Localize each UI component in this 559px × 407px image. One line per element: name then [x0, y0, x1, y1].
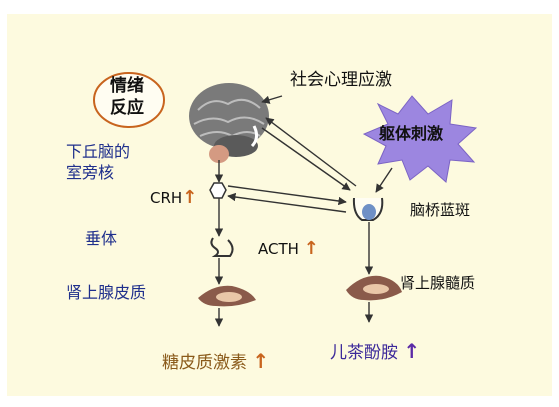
catecholamine-label: 儿茶酚胺 ↑ — [330, 341, 420, 362]
arrow-pons-to-crh — [227, 192, 347, 213]
crh-label: CRH↑ — [150, 189, 197, 207]
acth-label: ACTH ↑ — [258, 240, 319, 258]
crh-up-arrow: ↑ — [182, 187, 198, 208]
glucocorticoid-label: 糖皮质激素 ↑ — [162, 351, 269, 372]
catecholamine-up-arrow: ↑ — [403, 339, 421, 363]
glucocorticoid-text: 糖皮质激素 — [162, 353, 247, 373]
glucocorticoid-up-arrow: ↑ — [252, 349, 270, 373]
locus-coeruleus-label: 脑桥蓝斑 — [410, 201, 471, 219]
adrenal-medulla-label: 肾上腺髓质 — [400, 274, 476, 292]
arrow-somatic-to-pons — [375, 167, 393, 193]
psychosocial-stress-label: 社会心理应激 — [290, 70, 392, 90]
arrow-pons-to-brain — [265, 117, 357, 187]
acth-up-arrow: ↑ — [303, 238, 319, 259]
crh-neuron-shape — [209, 182, 227, 199]
arrow-crh-to-pons — [227, 185, 347, 206]
diagram-background — [7, 14, 552, 396]
emotion-ellipse — [93, 72, 165, 128]
hypothalamus-label-line2: 室旁核 — [66, 163, 115, 182]
somatic-stimulus-burst — [362, 95, 478, 183]
somatic-stimulus-label: 躯体刺激 — [379, 124, 444, 143]
crh-text: CRH — [150, 189, 183, 207]
catecholamine-text: 儿茶酚胺 — [330, 343, 398, 363]
acth-text: ACTH — [258, 240, 299, 258]
adrenal-cortex-label: 肾上腺皮质 — [66, 283, 147, 302]
hypothalamus-label-line1: 下丘脑的 — [66, 142, 131, 161]
brain-illustration — [189, 83, 269, 163]
adrenal-cortex-gland — [198, 285, 256, 307]
pituitary-shape — [210, 237, 234, 257]
emotion-label-line2: 反应 — [110, 98, 144, 118]
arrow-brain-to-pons-1 — [261, 127, 351, 191]
arrow-psychosocial-to-brain — [261, 95, 283, 104]
pituitary-label: 垂体 — [85, 229, 118, 248]
emotion-label-line1: 情绪 — [110, 76, 144, 96]
adrenal-medulla-gland — [346, 275, 402, 301]
pons-illustration — [352, 197, 384, 221]
